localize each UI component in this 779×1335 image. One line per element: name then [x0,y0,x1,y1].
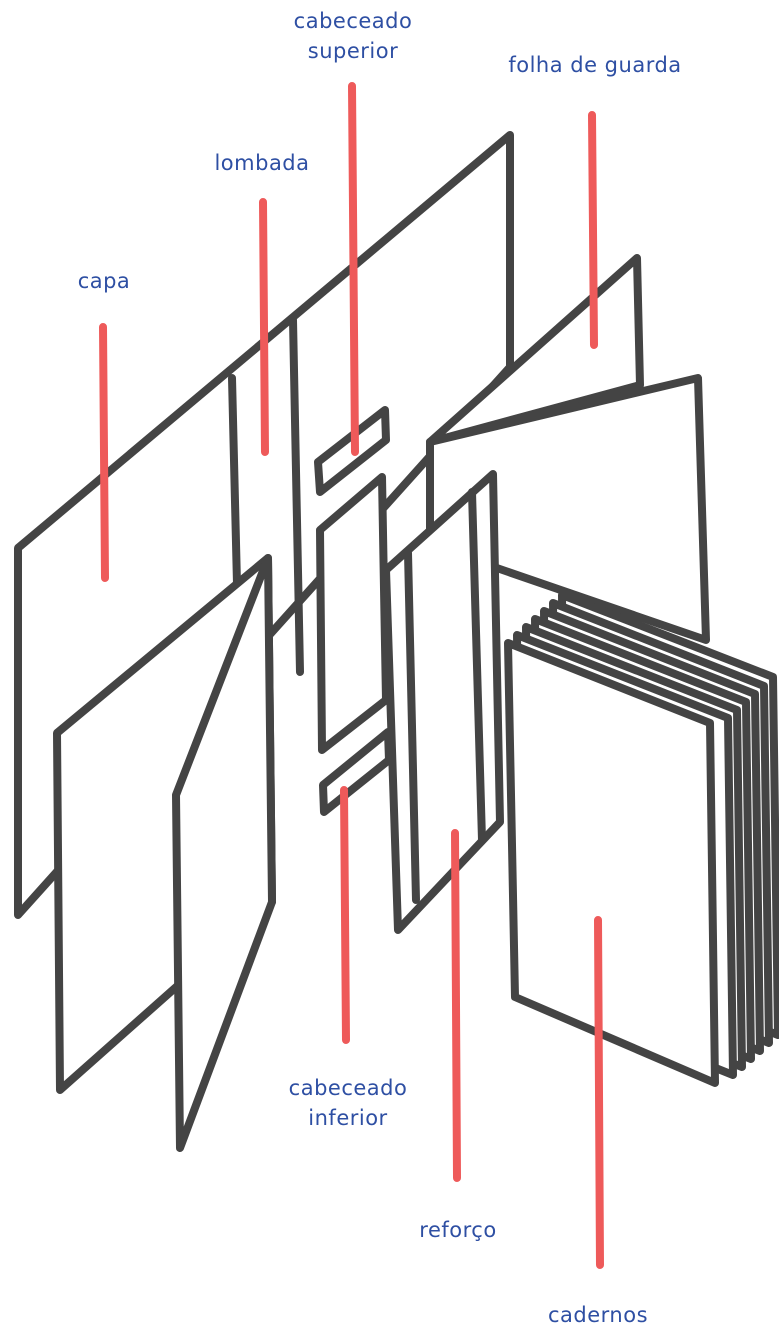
label-cadernos: cadernos [508,1300,688,1330]
label-cabeceado-superior: cabeceado superior [243,6,463,66]
label-folha-de-guarda: folha de guarda [470,50,720,80]
leader-folha-de-guarda [592,115,594,345]
label-cabeceado-superior-line1: cabeceado [243,6,463,36]
label-cabeceado-inferior: cabeceado inferior [238,1073,458,1133]
label-cabeceado-superior-line2: superior [243,36,463,66]
label-lombada: lombada [182,148,342,178]
label-reforco: reforço [378,1215,538,1245]
inner-spine-piece [320,477,386,750]
leader-cabeceado-inferior [344,790,346,1040]
cadernos-stack [508,595,778,1083]
leader-lombada [263,202,265,452]
leader-cadernos [598,920,600,1265]
reforco-piece [386,474,500,930]
label-cabeceado-inferior-line2: inferior [238,1103,458,1133]
leader-capa [103,327,105,578]
label-capa: capa [44,266,164,296]
label-cabeceado-inferior-line1: cabeceado [238,1073,458,1103]
leader-cabeceado-superior [352,86,355,452]
